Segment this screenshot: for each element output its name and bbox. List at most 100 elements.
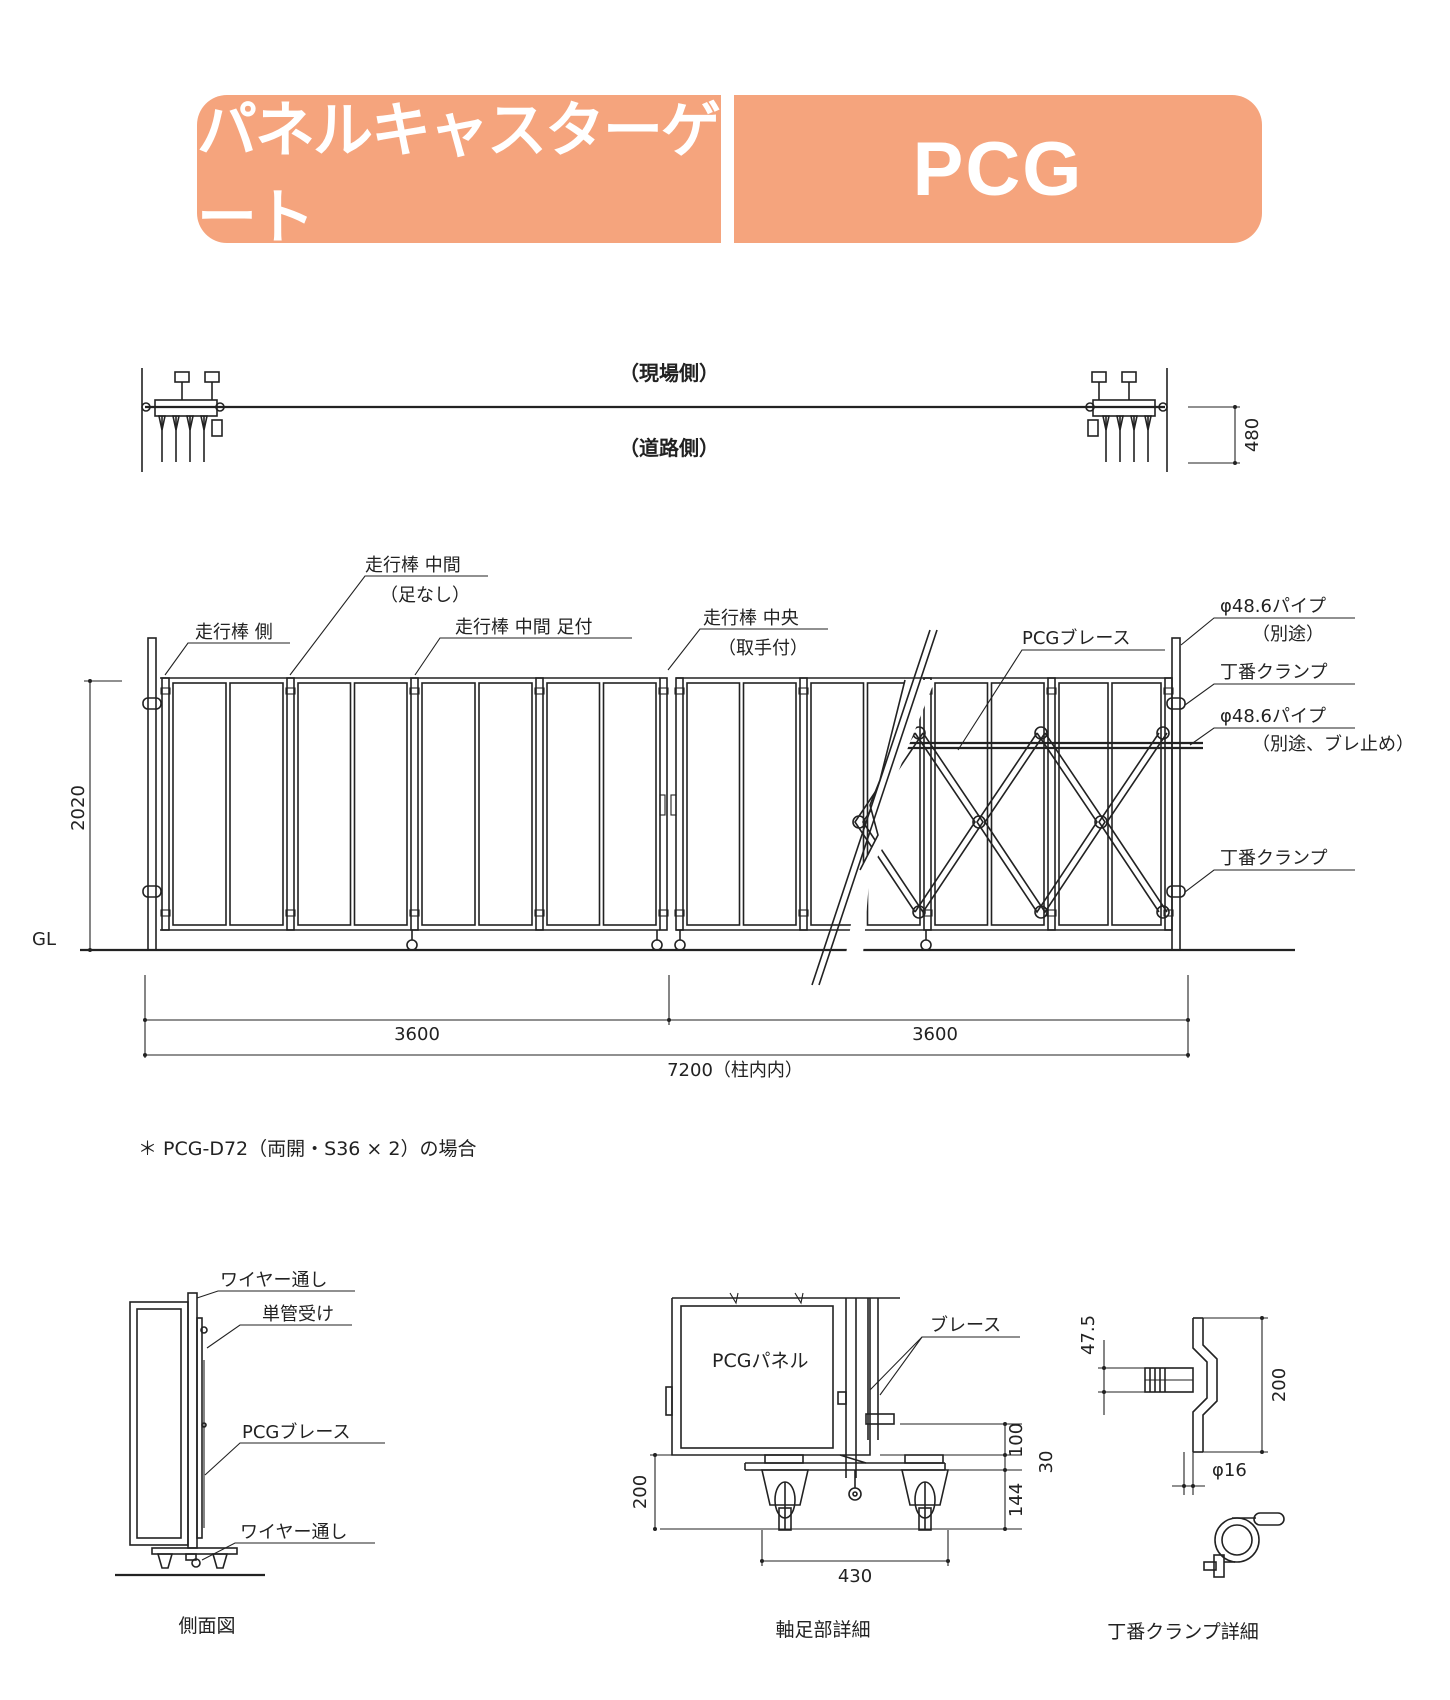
hinge-knuckle	[409, 687, 420, 695]
label-pipe-2: φ48.6パイプ	[1220, 706, 1326, 727]
hinge-knuckle	[798, 687, 809, 695]
label-pipe-2-note: （別途、ブレ止め）	[1252, 733, 1414, 755]
hinge-knuckle	[1163, 687, 1174, 695]
panel-pane	[478, 682, 533, 926]
right-width-dim: 3600	[912, 1024, 958, 1045]
panel-pane	[1058, 682, 1109, 926]
hinge-detail-caption: 丁番クランプ詳細	[1107, 1621, 1258, 1643]
runner-bar	[659, 677, 668, 931]
label-runner-mid-foot: 走行棒 中間 足付	[455, 617, 592, 638]
hinge-knuckle	[658, 909, 669, 917]
side-view-caption: 側面図	[178, 1615, 235, 1637]
foot-label-brace: ブレース	[930, 1314, 1001, 1336]
gl-label: GL	[32, 929, 56, 950]
left-width-dim: 3600	[394, 1024, 440, 1045]
runner-bar	[799, 677, 808, 931]
label-runner-mid-note: （足なし）	[380, 585, 470, 606]
hinge-knuckle	[1046, 687, 1057, 695]
plan-depth-dim: 480	[1242, 418, 1263, 452]
side-label-wire-bottom: ワイヤー通し	[240, 1522, 347, 1543]
title-code: PCG	[912, 126, 1084, 212]
hinge-knuckle	[534, 687, 545, 695]
hinge-knuckle	[674, 687, 685, 695]
runner-bar	[535, 677, 544, 931]
label-hinge-clamp-1: 丁番クランプ	[1220, 662, 1327, 683]
hinge-knuckle	[658, 687, 669, 695]
panel-pane	[810, 682, 865, 926]
gate-panels	[160, 677, 1174, 931]
right-post	[1171, 637, 1181, 951]
side-label-pipe-holder: 単管受け	[262, 1304, 334, 1325]
label-pcg-brace: PCGブレース	[1022, 627, 1130, 649]
center-handle	[670, 794, 677, 816]
hinge-knuckle	[534, 909, 545, 917]
panel-pane	[1111, 682, 1162, 926]
label-pipe-1-note: （別途）	[1252, 624, 1324, 645]
site-side-label: （現場側）	[619, 361, 719, 385]
panel-pane	[297, 682, 352, 926]
panel-pane	[546, 682, 601, 926]
label-pipe-1: φ48.6パイプ	[1220, 596, 1326, 617]
runner-bar	[410, 677, 419, 931]
elevation-view: GL	[32, 555, 1414, 1160]
foot-dim-144: 144	[1006, 1483, 1027, 1517]
hinge-knuckle	[922, 909, 933, 917]
hinge-dim-phi16: φ16	[1212, 1460, 1247, 1481]
label-runner-center: 走行棒 中央	[703, 608, 799, 629]
panel-pane	[686, 682, 741, 926]
plan-view: （現場側） （道路側） 480	[141, 361, 1263, 472]
foot-caster-right	[900, 1469, 950, 1531]
runner-bar	[286, 677, 295, 931]
runner-bar	[675, 677, 684, 931]
hinge-dim-47-5: 47.5	[1078, 1315, 1099, 1355]
foot-label-panel: PCGパネル	[712, 1350, 808, 1372]
runner-bar	[1047, 677, 1056, 931]
foot-dim-100: 100	[1006, 1423, 1027, 1457]
height-dim: 2020	[68, 785, 89, 831]
hinge-knuckle	[285, 909, 296, 917]
title-banner-code: PCG	[734, 95, 1262, 243]
hinge-dim-200: 200	[1269, 1368, 1290, 1402]
title-jp: パネルキャスターゲート	[197, 96, 721, 253]
side-label-wire-top: ワイヤー通し	[220, 1270, 327, 1291]
foot-dim-30: 30	[1036, 1451, 1057, 1474]
foot-dim-430: 430	[838, 1566, 872, 1587]
hinge-knuckle	[674, 909, 685, 917]
panel-pane	[229, 682, 284, 926]
hinge-clamp-plan-sketch	[1203, 1512, 1285, 1578]
hinge-knuckle	[160, 909, 171, 917]
panel-pane	[172, 682, 227, 926]
foot-caster-left	[760, 1469, 810, 1531]
label-runner-side: 走行棒 側	[195, 622, 273, 643]
hinge-knuckle	[160, 687, 171, 695]
foot-dim-200: 200	[630, 1475, 651, 1509]
configuration-note: ＊ PCG-D72（両開・S36 × 2）の場合	[138, 1138, 476, 1160]
caster-group-right	[1085, 371, 1168, 462]
total-width-dim: 7200（柱内内）	[667, 1060, 803, 1081]
panel-pane	[421, 682, 476, 926]
road-side-label: （道路側）	[619, 436, 719, 460]
hinge-knuckle	[285, 687, 296, 695]
panel-pane	[742, 682, 797, 926]
label-runner-center-note: （取手付）	[718, 638, 808, 659]
center-handle	[659, 794, 666, 816]
side-view: ワイヤー通し 単管受け PCGブレース ワイヤー通し 側面図	[115, 1270, 385, 1637]
panel-pane	[602, 682, 657, 926]
hinge-clamp-detail: 200 47.5 φ16 丁番クランプ詳細	[1078, 1315, 1290, 1643]
foot-detail: 100 30 144 200 430 PCGパネル ブレース 軸足部詳細	[630, 1292, 1057, 1641]
side-panel-outer	[129, 1301, 189, 1546]
panel-pane	[353, 682, 408, 926]
caster-group-left	[141, 371, 225, 462]
panel-pane	[990, 682, 1045, 926]
pcg-brace-elevation	[852, 726, 1203, 919]
side-label-brace: PCGブレース	[242, 1421, 350, 1443]
runner-bar	[1164, 677, 1173, 931]
runner-bar	[161, 677, 170, 931]
label-hinge-clamp-2: 丁番クランプ	[1220, 848, 1327, 869]
hinge-knuckle	[409, 909, 420, 917]
label-runner-mid: 走行棒 中間	[365, 555, 461, 576]
ground-casters	[406, 930, 932, 951]
panel-pane	[934, 682, 989, 926]
hinge-knuckle	[798, 909, 809, 917]
